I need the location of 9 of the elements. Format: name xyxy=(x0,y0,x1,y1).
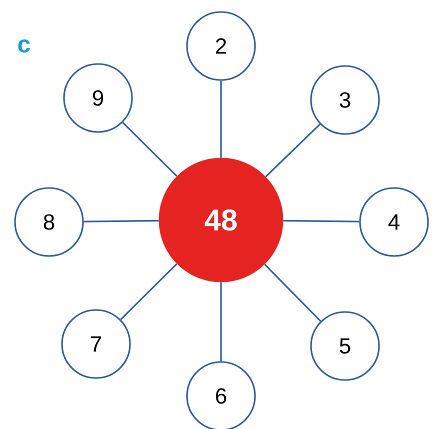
spoke-line xyxy=(220,80,222,158)
spoke-line xyxy=(265,124,321,178)
spoke-line xyxy=(283,220,360,222)
spoke-line xyxy=(264,264,322,322)
spoke-line xyxy=(120,263,178,320)
spoke-line xyxy=(220,282,222,362)
spoke-line xyxy=(84,220,159,222)
part-label: c xyxy=(18,39,30,53)
spoke-line xyxy=(122,122,178,177)
